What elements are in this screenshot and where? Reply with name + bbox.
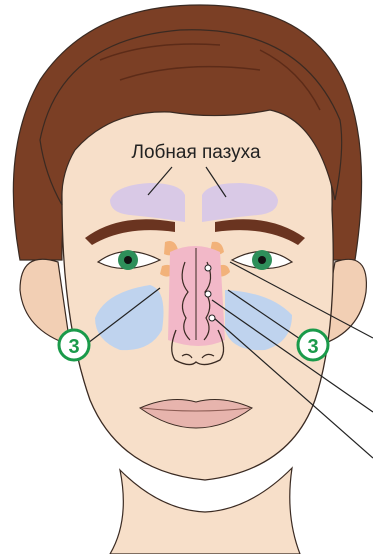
right-pupil <box>258 256 266 264</box>
left-ear <box>20 259 70 345</box>
maxillary-badge-left: 3 <box>59 330 89 360</box>
marker-dot-3 <box>209 315 215 321</box>
maxillary-badge-left-num: 3 <box>68 336 79 358</box>
maxillary-badge-right: 3 <box>298 330 328 360</box>
neck <box>110 468 300 554</box>
marker-dot-1 <box>205 265 211 271</box>
frontal-sinus-label: Лобная пазуха <box>131 142 260 163</box>
maxillary-badge-right-num: 3 <box>307 336 318 358</box>
marker-dot-2 <box>205 291 211 297</box>
left-pupil <box>124 256 132 264</box>
